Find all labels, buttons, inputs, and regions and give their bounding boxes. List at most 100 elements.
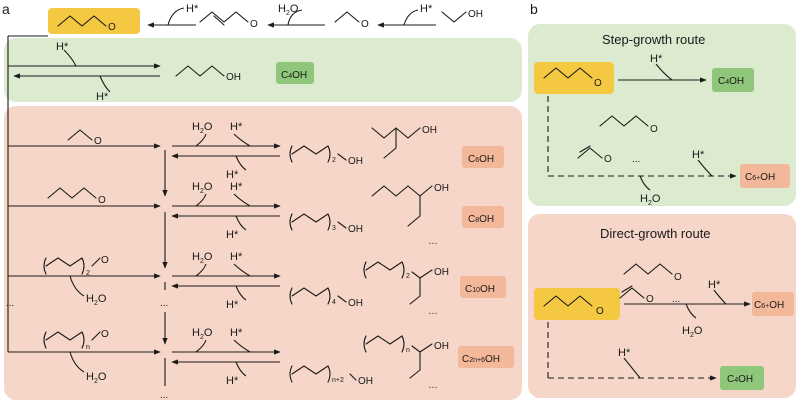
h-release-curve [99,75,111,93]
water-release-curve [69,275,85,297]
water-label: H2O [192,251,213,265]
h-curve [233,133,251,147]
svg-text:OH: OH [348,298,363,309]
water-release-curve [639,175,651,191]
water-curve [195,133,207,147]
c6oh-tag [462,146,504,168]
step-acetaldehyde-reagent: O [577,145,612,165]
h-star-label: H* [230,181,243,193]
acetaldehyde-reactant-row1: O [67,129,102,147]
h-star-label: H* [226,375,239,387]
svg-text:2: 2 [406,273,410,280]
svg-text:O: O [98,195,106,206]
svg-text:O: O [101,255,109,266]
c6oh-tag-label: C6OH [468,154,494,165]
step-c6plus-label: C6+OH [745,172,775,183]
svg-text:O: O [250,19,258,30]
butanal-molecule: O [57,15,116,33]
left-ellipsis: ... [6,298,14,309]
water-release-curve [287,9,303,26]
svg-text:OH: OH [358,376,373,387]
direct-growth-panel [528,214,796,398]
c8oh-tag [462,206,504,228]
h-release-curve [235,155,247,171]
svg-text:n: n [86,344,90,351]
water-label: H2O [192,327,213,341]
branched-c6-alcohol: OH [371,125,437,159]
water-release-curve [69,351,85,373]
svg-text:O: O [101,329,109,340]
water-label: H2O [278,3,299,17]
direct-butanal-reagent: O [623,263,682,283]
h-curve [233,263,251,277]
h-star-label: H* [650,53,663,65]
svg-text:OH: OH [434,341,449,352]
c4oh-region [4,38,522,102]
step-c4oh-tag [712,68,754,92]
h-star-label: H* [230,327,243,339]
branched-c10-alcohol: 2 OH … [363,261,449,317]
step-c4oh-label: C4OH [718,76,744,87]
direct-butanal-molecule: O [543,295,604,317]
h-star-label: H* [708,279,721,291]
linear-c8-alcohol: 3 OH [289,213,363,235]
water-label: H2O [640,193,661,207]
svg-text:O: O [108,22,116,33]
h-star-label: H* [226,299,239,311]
svg-text:O: O [361,19,369,30]
acetaldehyde-molecule: O [334,11,369,30]
c4oh-tag [276,62,314,84]
h-release-curve [235,215,247,231]
h-star-label: H* [420,3,433,15]
svg-text:4: 4 [332,299,336,306]
linear-c6-alcohol: 2 OH [289,145,363,167]
ethanol-molecule: OH [441,9,483,23]
h-star-label: H* [618,347,631,359]
butanal-highlight [48,8,140,34]
h-star-label: H* [226,169,239,181]
svg-text:n+2: n+2 [332,377,344,384]
water-curve [195,193,207,207]
c10oh-tag [460,276,506,298]
svg-text:…: … [428,306,438,317]
h-curve [623,357,641,379]
h-release-curve [235,361,247,377]
water-release-curve [685,303,697,319]
crotonaldehyde-molecule: O [199,11,258,30]
h-curve [713,289,727,305]
h-curve [233,339,251,353]
direct-c4oh-label: C4OH [727,374,753,385]
svg-text:O: O [596,306,604,317]
branched-c2n6-alcohol: n OH … [363,335,449,391]
c2n6oh-tag-label: C2n+6OH [462,354,500,365]
svg-text:…: … [428,236,438,247]
water-label: H2O [86,293,107,307]
svg-text:OH: OH [434,183,449,194]
h-star-label: H* [692,149,705,161]
h-curve [697,159,713,177]
higher-alcohol-region [4,106,522,400]
direct-c4oh-tag [720,366,764,390]
hexanal-reactant-row3: 2 O H2O [43,255,109,307]
generic-aldehyde-reactant-row4: n O H2O [43,329,109,385]
panel-label-a: a [2,1,10,17]
svg-text:O: O [650,124,658,135]
chain-ellipsis-bottom: ... [160,390,168,401]
svg-text:O: O [94,136,102,147]
step-c6plus-tag [740,164,790,188]
svg-text:OH: OH [422,125,437,136]
svg-text:O: O [646,294,654,305]
h-addition-curve [63,49,77,67]
svg-text:O: O [674,272,682,283]
direct-ellipsis: ... [672,294,680,305]
svg-text:O: O [594,78,602,89]
step-butanal-reagent: O [599,115,658,135]
h-release-curve [235,285,247,301]
svg-text:n: n [406,347,410,354]
linear-c10-alcohol: 4 OH [289,287,363,309]
svg-text:OH: OH [226,72,241,83]
c4oh-tag-label: C4OH [281,70,307,81]
water-label: H2O [192,181,213,195]
svg-text:3: 3 [332,225,336,232]
direct-c6plus-label: C6+OH [754,300,784,311]
